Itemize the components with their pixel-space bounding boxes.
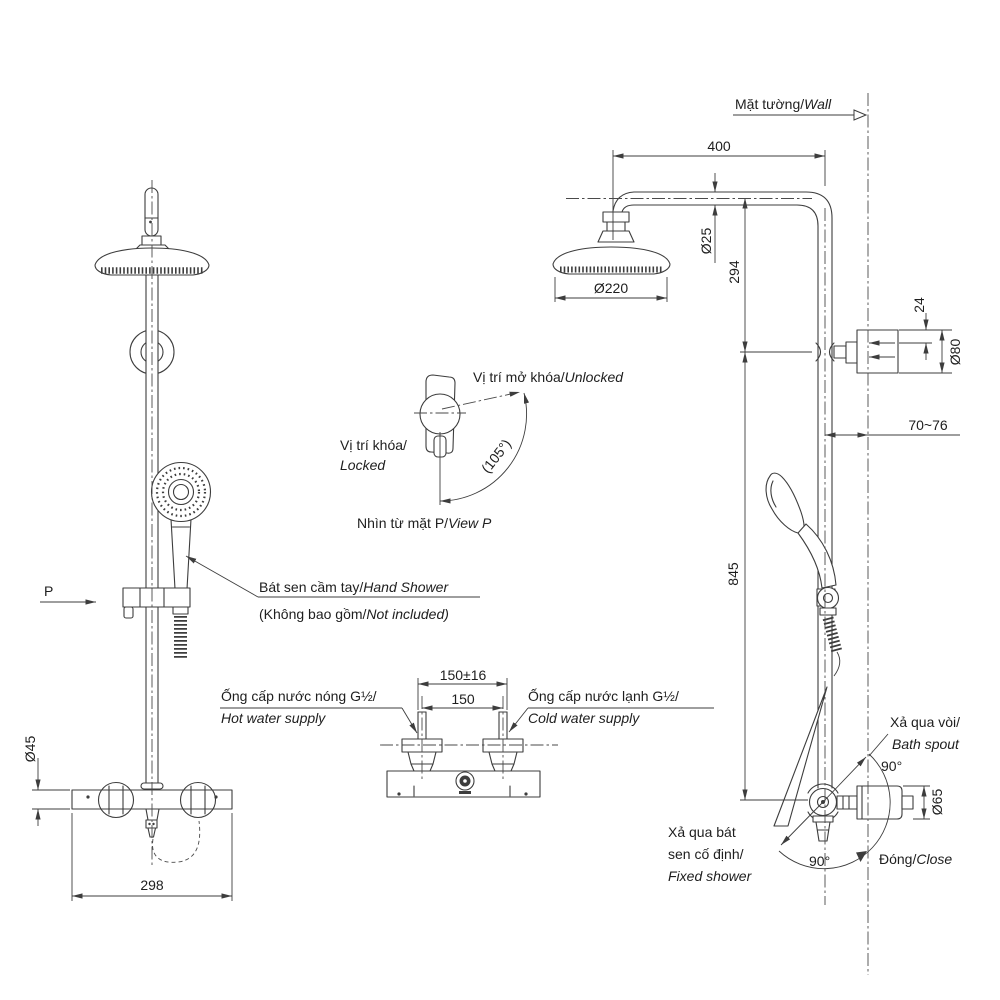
dim-valve-width: 298 [140, 877, 164, 893]
view-p-letter: P [44, 583, 53, 599]
close-label: Đóng/Close [879, 851, 952, 867]
dim-wall-distance: 70~76 [908, 417, 948, 433]
fixed-shower-label-1: Xả qua bát [668, 824, 736, 840]
locked-label-vi: Vị trí khóa/ [340, 437, 407, 453]
fixed-shower-leader [773, 686, 828, 827]
riser-pipe-inner [633, 204, 819, 789]
hot-water-label-en: Hot water supply [221, 710, 326, 726]
not-included-label: (Không bao gồm/Not included) [259, 606, 449, 622]
dim-rotation-angle: (105°) [478, 436, 514, 476]
right-handle [179, 781, 217, 819]
wall-bracket [856, 329, 899, 374]
fixed-shower-label-2: sen cố định/ [668, 846, 744, 862]
mixer-knob [455, 771, 475, 791]
dim-head-diameter: Ø220 [594, 280, 628, 296]
view-p-caption: Nhìn từ mặt P/View P [357, 515, 492, 531]
rotation-arc [439, 392, 530, 504]
cold-water-label: Ống cấp nước lạnh G½/ [528, 687, 679, 704]
dim-angle-fixed-shower: 90° [809, 853, 830, 869]
dim-bracket-diameter: Ø80 [947, 339, 963, 366]
fixed-shower-label-en: Fixed shower [668, 868, 753, 884]
handle-rotation-arc [778, 753, 891, 870]
side-view-shower-column: Mặt tường/Wall 400 Ø25 294 Ø220 24 Ø80 [552, 93, 963, 975]
overhead-shower-side [552, 246, 671, 275]
lock-knob [419, 393, 461, 435]
mixer-front-view: 150±16 150 Ống cấp nước nóng G½/ Hot wat… [220, 667, 714, 798]
spout [145, 808, 160, 821]
dim-inlet-tolerance: 150±16 [440, 667, 487, 683]
cold-water-label-en: Cold water supply [528, 710, 640, 726]
locked-label-en: Locked [340, 457, 386, 473]
detail-view-p-lock: (105°) Vị trí mở khóa/Unlocked Vị trí kh… [340, 369, 624, 531]
dim-arm-length: 400 [707, 138, 731, 154]
unlocked-label: Vị trí mở khóa/Unlocked [473, 369, 624, 385]
hand-shower-side [765, 472, 843, 677]
riser-pipe-outer [633, 191, 833, 789]
dim-pipe-diameter: Ø25 [698, 228, 714, 255]
bracket-knob [123, 606, 134, 619]
diverter-handle-knob [856, 785, 903, 820]
dim-arm-to-bracket: 294 [726, 260, 742, 284]
dim-valve-diameter: Ø45 [22, 736, 38, 763]
top-arm [144, 187, 159, 237]
left-handle [97, 781, 135, 819]
dim-handle-diameter: Ø65 [929, 789, 945, 816]
hose-side [822, 616, 843, 654]
fixed-outlet-down [815, 821, 831, 842]
bath-spout-label-en: Bath spout [892, 736, 960, 752]
dim-inlet-spacing: 150 [451, 691, 475, 707]
dim-bracket-to-valve: 845 [725, 562, 741, 586]
wall-arrow [853, 109, 868, 121]
hand-shower-label: Bát sen cầm tay/Hand Shower [259, 579, 449, 595]
dim-bracket-inset: 24 [911, 297, 927, 313]
hand-shower-front [150, 461, 212, 590]
slide-bracket [122, 587, 191, 619]
dim-angle-bath-spout: 90° [881, 758, 902, 774]
front-view-shower-column: P Bát sen cầm tay/Hand Shower (Không bao… [22, 180, 480, 901]
hot-water-label: Ống cấp nước nóng G½/ [221, 687, 377, 704]
bath-spout-label: Xả qua vòi/ [890, 714, 960, 730]
wall-label: Mặt tường/Wall [735, 96, 832, 112]
